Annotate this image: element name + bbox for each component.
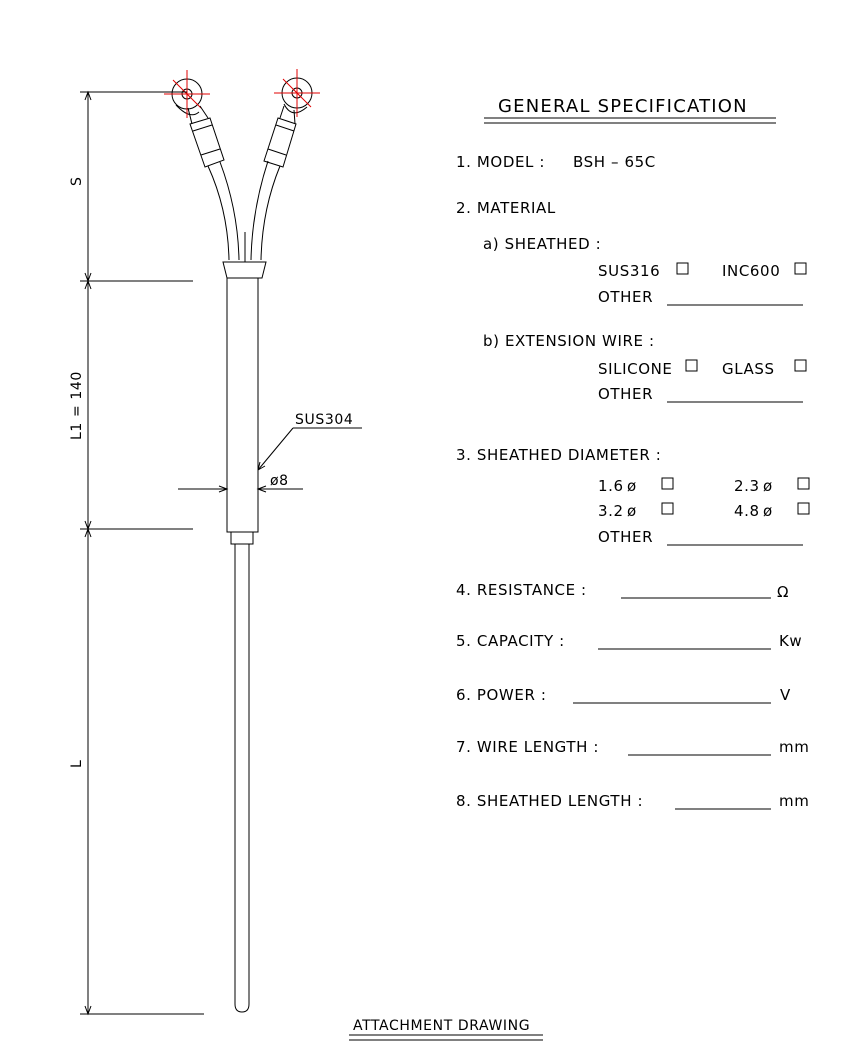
resistance-label: 4. RESISTANCE :: [456, 581, 587, 599]
ring-terminal-right: [274, 69, 320, 117]
checkbox-4-8[interactable]: [797, 502, 810, 515]
diameter-opt-2-3: 2.3: [734, 477, 760, 495]
crimp-sleeve-left: [187, 105, 225, 168]
heater-drawing: S L1 = 140 L SUS304 ø8: [69, 69, 362, 1016]
checkbox-sus316[interactable]: [676, 262, 689, 275]
lead-wires: [207, 160, 281, 262]
model-label: 1. MODEL :: [456, 153, 545, 171]
material-callout: SUS304: [295, 412, 353, 428]
heater-tube: [234, 544, 250, 1013]
diameter-opt-1-6: 1.6: [598, 477, 624, 495]
checkbox-3-2[interactable]: [661, 502, 674, 515]
spec-title: GENERAL SPECIFICATION: [498, 96, 748, 117]
extension-opt-silicone: SILICONE: [598, 360, 673, 378]
capacity-label: 5. CAPACITY :: [456, 632, 565, 650]
checkbox-2-3[interactable]: [797, 477, 810, 490]
sheath-transition: [230, 531, 254, 545]
dimension-s-label: S: [69, 177, 85, 187]
footer: ATTACHMENT DRAWING: [349, 1018, 543, 1041]
diameter-symbol: ø: [627, 502, 637, 520]
extension-wire-label: b) EXTENSION WIRE :: [483, 332, 655, 350]
resistance-unit: Ω: [777, 583, 789, 601]
sheath-body: [226, 277, 259, 533]
dimension-l1-label: L1 = 140: [69, 371, 85, 440]
extension-opt-glass: GLASS: [722, 360, 775, 378]
dimension-lines: [80, 90, 362, 1016]
diameter-callout: ø8: [270, 473, 289, 489]
specification: GENERAL SPECIFICATION 1. MODEL : BSH – 6…: [456, 96, 810, 810]
capacity-unit: Kw: [779, 632, 802, 650]
crimp-sleeve-right: [263, 105, 297, 168]
diameter-opt-3-2: 3.2: [598, 502, 624, 520]
sheathed-opt-sus316: SUS316: [598, 262, 660, 280]
attachment-drawing-label: ATTACHMENT DRAWING: [353, 1018, 530, 1034]
dimension-l-label: L: [69, 760, 85, 768]
diameter-label: 3. SHEATHED DIAMETER :: [456, 446, 661, 464]
sheathed-opt-inc600: INC600: [722, 262, 780, 280]
power-label: 6. POWER :: [456, 686, 547, 704]
material-label: 2. MATERIAL: [456, 199, 556, 217]
wire-length-label: 7. WIRE LENGTH :: [456, 738, 599, 756]
diameter-symbol: ø: [763, 477, 773, 495]
sheathed-label: a) SHEATHED :: [483, 235, 601, 253]
checkbox-1-6[interactable]: [661, 477, 674, 490]
ring-terminal-left: [164, 70, 210, 118]
checkbox-inc600[interactable]: [794, 262, 807, 275]
extension-other-label: OTHER: [598, 385, 653, 403]
model-value: BSH – 65C: [573, 153, 656, 171]
sheathed-other-label: OTHER: [598, 288, 653, 306]
sheathed-length-label: 8. SHEATHED LENGTH :: [456, 792, 643, 810]
sheath-collar: [222, 261, 267, 279]
diameter-other-label: OTHER: [598, 528, 653, 546]
diameter-symbol: ø: [763, 502, 773, 520]
sheathed-length-unit: mm: [779, 792, 809, 810]
diameter-symbol: ø: [627, 477, 637, 495]
checkbox-glass[interactable]: [794, 359, 807, 372]
diameter-opt-4-8: 4.8: [734, 502, 760, 520]
power-unit: V: [780, 686, 791, 704]
wire-length-unit: mm: [779, 738, 809, 756]
checkbox-silicone[interactable]: [685, 359, 698, 372]
